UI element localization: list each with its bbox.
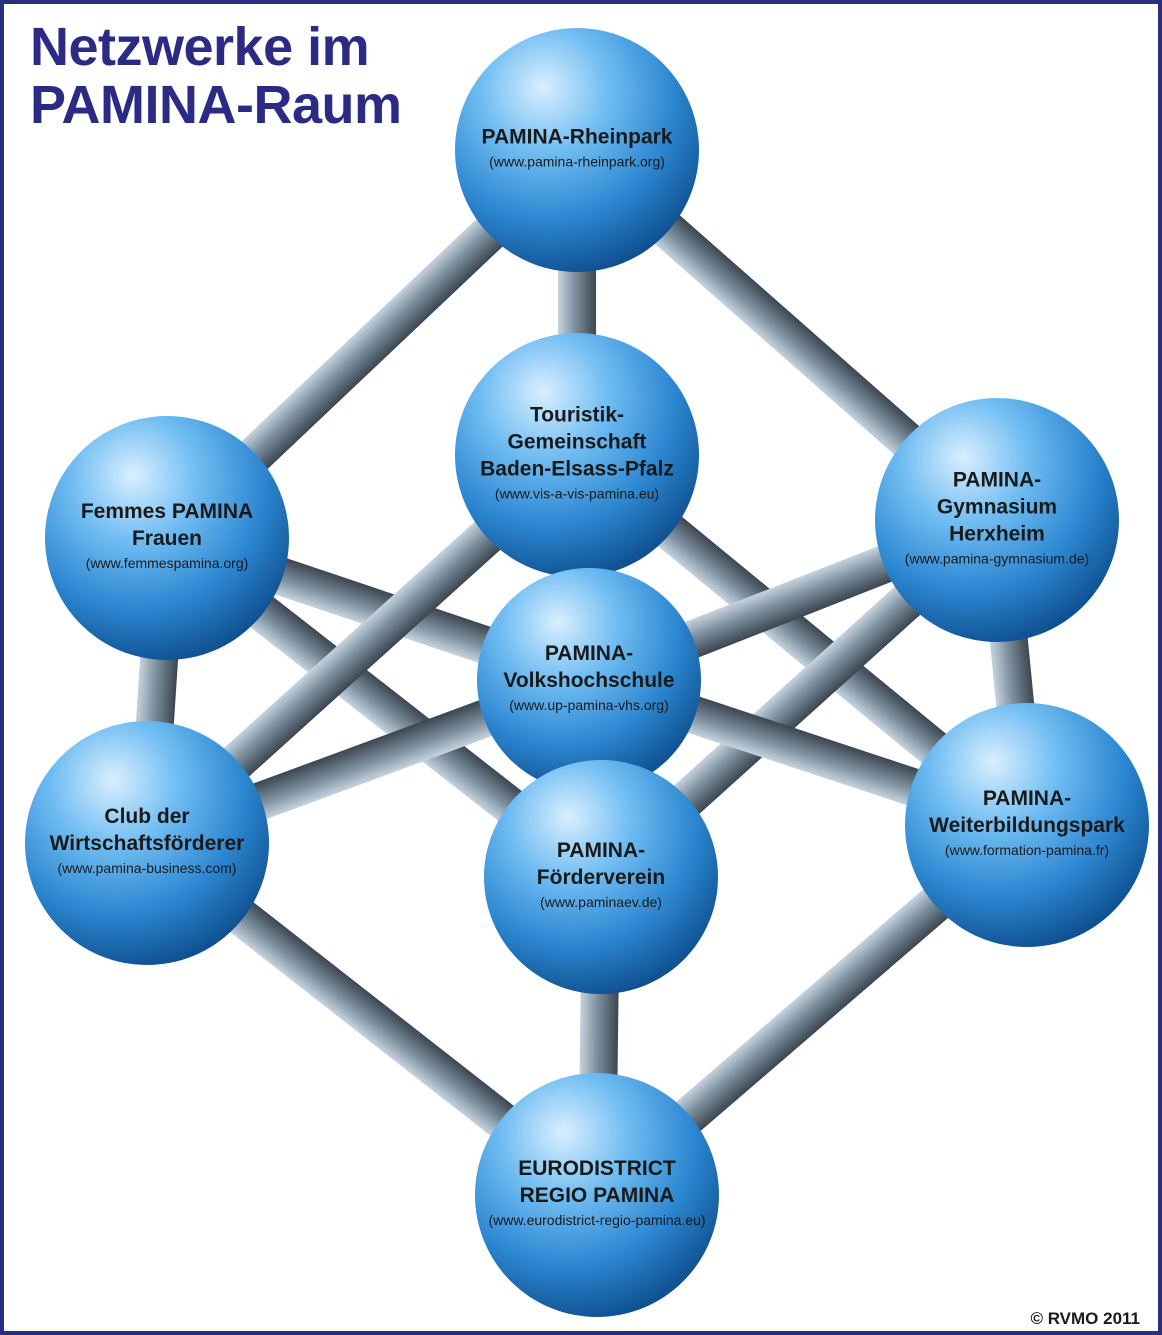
- node-url-club: (www.pamina-business.com): [58, 860, 237, 876]
- node-name-club-line-2: Wirtschaftsförderer: [50, 832, 245, 855]
- sphere-touristik: [455, 333, 699, 577]
- node-url-rheinpark: (www.pamina-rheinpark.org): [489, 154, 665, 170]
- node-name-vhs-line-1: PAMINA-: [545, 642, 633, 665]
- sphere-gymnasium: [875, 398, 1119, 642]
- node-name-weiterbildung-line-2: Weiterbildungspark: [929, 814, 1125, 837]
- node-name-rheinpark-line-1: PAMINA-Rheinpark: [482, 126, 673, 149]
- title-line-1: Netzwerke im: [30, 17, 370, 77]
- node-name-touristik-line-3: Baden-Elsass-Pfalz: [480, 458, 674, 481]
- network-node-vhs: PAMINA- Volkshochschule (www.up-pamina-vhs…: [477, 568, 701, 792]
- node-name-gymnasium-line-2: Gymnasium: [937, 496, 1057, 519]
- sphere-weiterbildung: [905, 703, 1149, 947]
- node-name-club-line-1: Club der: [104, 805, 189, 828]
- network-node-touristik: Touristik- GemeinschaftBaden-Elsass-Pfalz…: [455, 333, 699, 577]
- node-name-femmes-line-1: Femmes PAMINA: [81, 500, 253, 523]
- copyright-notice: © RVMO 2011: [1030, 1309, 1140, 1328]
- sphere-foerderverein: [484, 760, 718, 994]
- network-node-foerderverein: PAMINA- Förderverein (www.paminaev.de): [484, 760, 718, 994]
- network-node-eurodistrict: EURODISTRICT REGIO PAMINA (www.eurodistric…: [475, 1073, 719, 1317]
- page-title: Netzwerke im PAMINA-Raum: [30, 18, 402, 134]
- node-name-femmes-line-2: Frauen: [132, 527, 202, 550]
- node-name-weiterbildung-line-1: PAMINA-: [983, 787, 1071, 810]
- network-node-rheinpark: PAMINA-Rheinpark (www.pamina-rheinpark.or…: [455, 28, 699, 272]
- node-url-foerderverein: (www.paminaev.de): [540, 894, 662, 910]
- node-name-eurodistrict-line-2: REGIO PAMINA: [520, 1184, 675, 1207]
- node-name-gymnasium-line-1: PAMINA-: [953, 469, 1041, 492]
- node-name-eurodistrict-line-1: EURODISTRICT: [518, 1157, 676, 1180]
- sphere-vhs: [477, 568, 701, 792]
- sphere-femmes: [45, 416, 289, 660]
- network-node-femmes: Femmes PAMINA Frauen (www.femmespamina.org…: [45, 416, 289, 660]
- node-name-touristik-line-2: Gemeinschaft: [508, 431, 647, 454]
- node-url-eurodistrict: (www.eurodistrict-regio-pamina.eu): [488, 1212, 705, 1228]
- nodes-layer: PAMINA-Rheinpark (www.pamina-rheinpark.or…: [25, 28, 1149, 1317]
- node-name-foerderverein-line-2: Förderverein: [537, 866, 665, 889]
- node-url-vhs: (www.up-pamina-vhs.org): [509, 697, 669, 713]
- sphere-club: [25, 721, 269, 965]
- sphere-rheinpark: [455, 28, 699, 272]
- node-url-touristik: (www.vis-a-vis-pamina.eu): [495, 486, 659, 502]
- node-url-gymnasium: (www.pamina-gymnasium.de): [905, 551, 1089, 567]
- node-name-foerderverein-line-1: PAMINA-: [557, 839, 645, 862]
- sphere-eurodistrict: [475, 1073, 719, 1317]
- network-node-weiterbildung: PAMINA- Weiterbildungspark (www.formation-…: [905, 703, 1149, 947]
- node-name-vhs-line-2: Volkshochschule: [503, 669, 674, 692]
- node-name-touristik-line-1: Touristik-: [530, 404, 624, 427]
- node-url-femmes: (www.femmespamina.org): [86, 555, 249, 571]
- title-line-2: PAMINA-Raum: [30, 75, 402, 135]
- node-name-gymnasium-line-3: Herxheim: [949, 523, 1045, 546]
- node-url-weiterbildung: (www.formation-pamina.fr): [945, 842, 1109, 858]
